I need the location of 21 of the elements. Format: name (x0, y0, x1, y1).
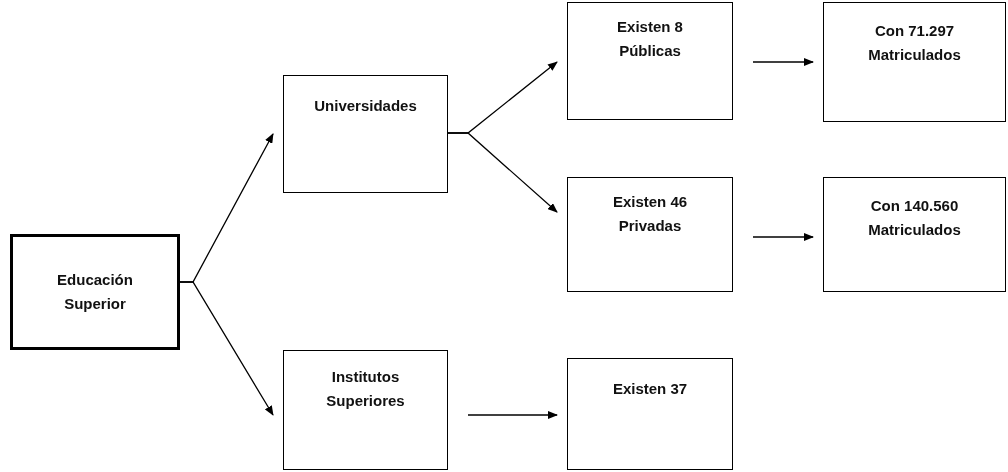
box-label: Existen 46 Privadas (611, 192, 689, 236)
arrow (447, 132, 558, 213)
box-label: Universidades (314, 96, 417, 116)
process-box (823, 2, 1006, 122)
arrow (752, 233, 814, 241)
process-box (567, 177, 733, 292)
box-label: Existen 8 Públicas (616, 17, 684, 61)
box-label: Con 71.297 Matriculados (867, 21, 962, 65)
arrow (179, 281, 274, 416)
box-label: Existen 37 (612, 379, 688, 399)
process-box (10, 234, 180, 350)
arrow (467, 411, 558, 419)
process-box (567, 358, 733, 470)
box-label: Educación Superior (56, 270, 134, 314)
process-box (823, 177, 1006, 292)
process-box (567, 2, 733, 120)
arrow (752, 58, 814, 66)
process-box (283, 75, 448, 193)
box-label: Con 140.560 Matriculados (867, 196, 962, 240)
box-label: Institutos Superiores (325, 367, 406, 411)
process-box (283, 350, 448, 470)
